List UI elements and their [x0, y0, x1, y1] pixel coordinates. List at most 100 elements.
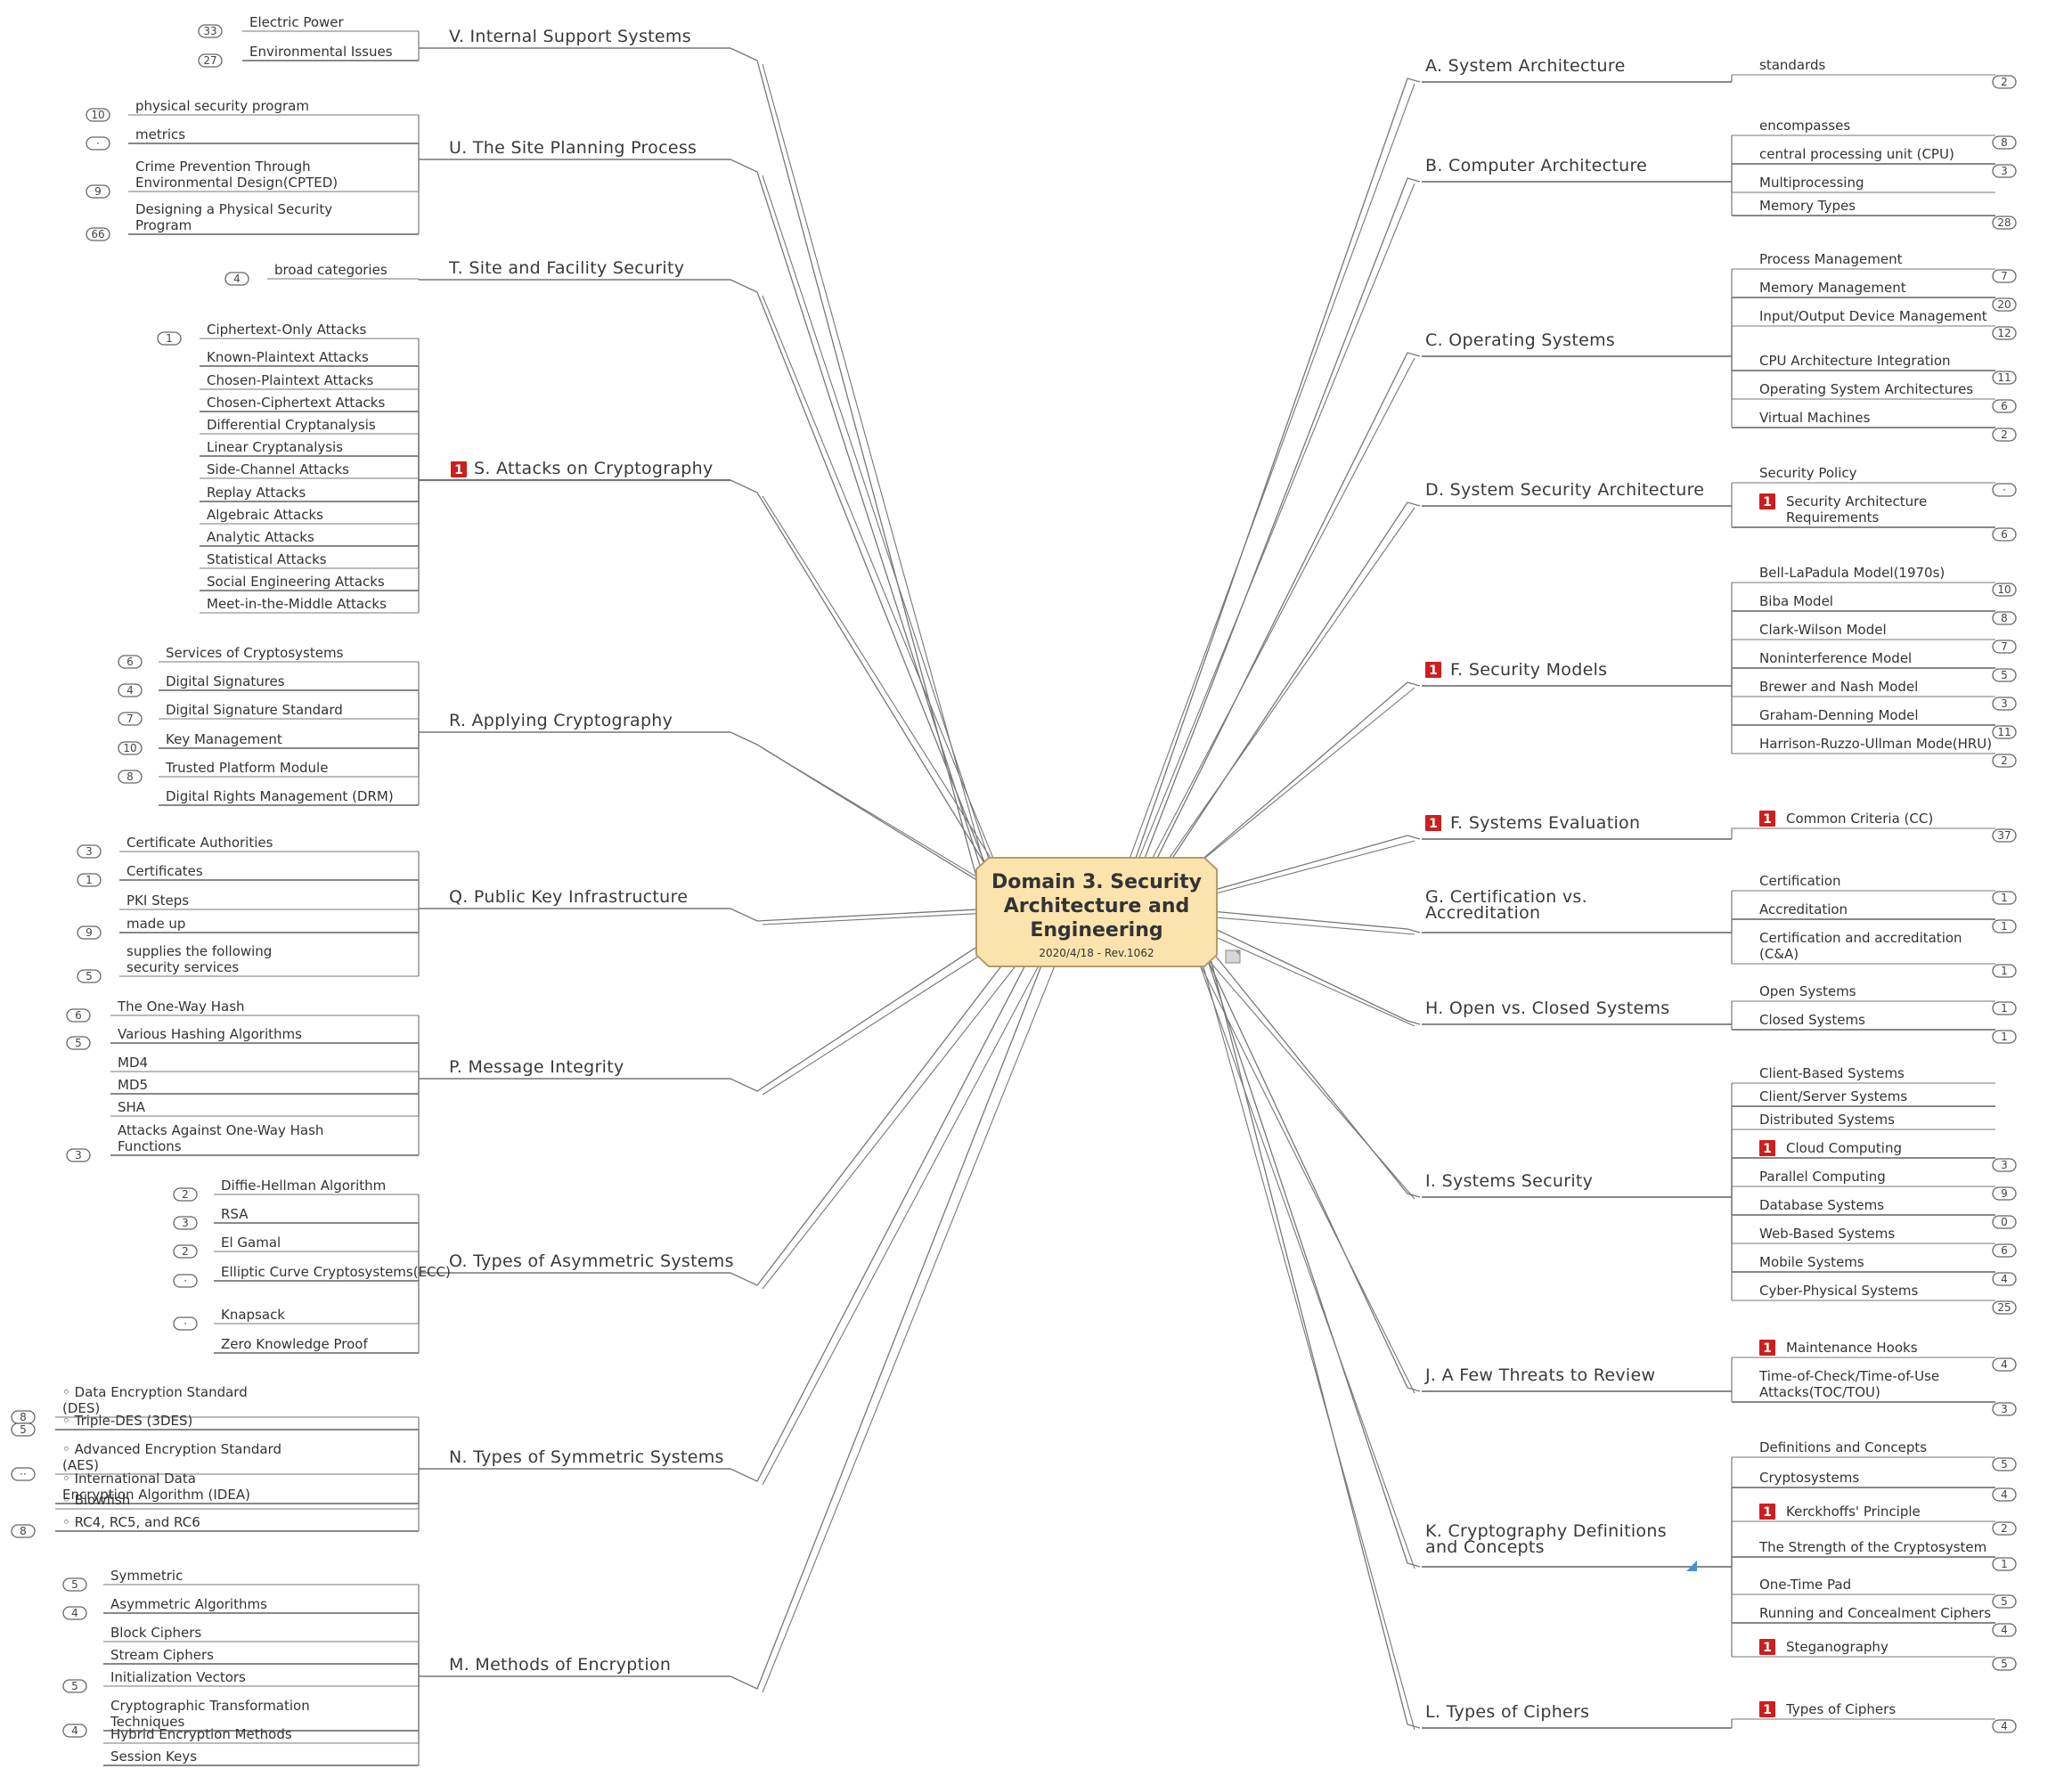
- count-badge[interactable]: ·: [86, 136, 110, 151]
- count-badge[interactable]: 1: [1992, 1557, 2017, 1571]
- count-badge[interactable]: 3: [66, 1148, 91, 1162]
- count-badge[interactable]: 9: [86, 184, 110, 199]
- badge-count: 2: [182, 1188, 189, 1201]
- topic-differential-cryptanalysis: Differential Cryptanalysis: [207, 417, 376, 433]
- badge-count: 4: [2001, 1624, 2008, 1636]
- badge-count: 6: [75, 1009, 82, 1022]
- count-badge[interactable]: 2: [1992, 754, 2017, 768]
- count-badge[interactable]: 1: [1992, 891, 2017, 905]
- badge-count: 27: [203, 54, 216, 67]
- count-badge[interactable]: 8: [11, 1524, 36, 1538]
- count-badge[interactable]: 4: [62, 1724, 87, 1738]
- topic-multiprocessing: Multiprocessing: [1759, 175, 1864, 191]
- badge-count: 10: [91, 109, 104, 121]
- count-badge[interactable]: 2: [1992, 75, 2017, 89]
- central-topic[interactable]: Domain 3. Security Architecture and Engi…: [975, 857, 1218, 967]
- svg-text:1: 1: [1763, 495, 1772, 509]
- topic-virtual-machines: Virtual Machines: [1759, 410, 1871, 426]
- count-badge[interactable]: 7: [118, 712, 143, 726]
- count-badge[interactable]: 5: [1992, 1657, 2017, 1671]
- count-badge[interactable]: 6: [1992, 399, 2017, 413]
- count-badge[interactable]: 1: [1992, 1030, 2017, 1044]
- count-badge[interactable]: 5: [77, 969, 102, 983]
- count-badge[interactable]: 7: [1992, 640, 2017, 654]
- count-badge[interactable]: 6: [66, 1008, 91, 1023]
- count-badge[interactable]: 5: [1992, 1594, 2017, 1609]
- count-badge[interactable]: 8: [1992, 611, 2017, 625]
- count-badge[interactable]: 3: [1992, 164, 2017, 178]
- topic-md5: MD5: [118, 1077, 148, 1093]
- count-badge[interactable]: 5: [66, 1036, 91, 1050]
- topic-services-of-cryptosystems: Services of Cryptosystems: [166, 645, 344, 661]
- count-badge[interactable]: 4: [1992, 1488, 2017, 1502]
- count-badge[interactable]: 5: [11, 1422, 36, 1437]
- count-badge[interactable]: 10: [86, 108, 110, 122]
- count-badge[interactable]: 2: [1992, 1521, 2017, 1536]
- count-badge[interactable]: 4: [118, 683, 143, 697]
- badge-count: 8: [20, 1525, 27, 1537]
- count-badge[interactable]: 9: [1992, 1186, 2017, 1201]
- count-badge[interactable]: 5: [1992, 668, 2017, 682]
- count-badge[interactable]: 8: [11, 1410, 36, 1424]
- count-badge[interactable]: 8: [1992, 135, 2017, 150]
- count-badge[interactable]: 1: [1992, 964, 2017, 978]
- count-badge[interactable]: 2: [173, 1244, 198, 1259]
- count-badge[interactable]: 1: [1992, 919, 2017, 933]
- count-badge[interactable]: 37: [1992, 828, 2017, 843]
- count-badge[interactable]: ··: [11, 1467, 36, 1481]
- count-badge[interactable]: 9: [77, 925, 102, 940]
- count-badge[interactable]: 4: [1992, 1272, 2017, 1286]
- count-badge[interactable]: 28: [1992, 216, 2017, 230]
- count-badge[interactable]: ·: [173, 1274, 198, 1288]
- badge-count: 9: [94, 185, 102, 198]
- count-badge[interactable]: 4: [1992, 1357, 2017, 1372]
- count-badge[interactable]: 3: [1992, 1402, 2017, 1416]
- count-badge[interactable]: 4: [1992, 1623, 2017, 1637]
- count-badge[interactable]: 5: [1992, 1457, 2017, 1471]
- count-badge[interactable]: 10: [1992, 583, 2017, 597]
- count-badge[interactable]: 11: [1992, 725, 2017, 739]
- count-badge[interactable]: 2: [1992, 428, 2017, 442]
- count-badge[interactable]: 25: [1992, 1300, 2017, 1315]
- badge-count: 2: [2001, 1522, 2008, 1535]
- count-badge[interactable]: 1: [157, 331, 182, 346]
- topic-certification: Certification: [1759, 873, 1841, 889]
- count-badge[interactable]: 6: [1992, 527, 2017, 542]
- count-badge[interactable]: ·: [173, 1316, 198, 1331]
- count-badge[interactable]: 0: [1992, 1215, 2017, 1229]
- count-badge[interactable]: 33: [198, 24, 223, 38]
- note-icon[interactable]: [1225, 950, 1241, 964]
- count-badge[interactable]: 20: [1992, 298, 2017, 312]
- count-badge[interactable]: 6: [118, 655, 143, 669]
- count-badge[interactable]: 27: [198, 53, 223, 68]
- count-badge[interactable]: 5: [62, 1679, 87, 1693]
- count-badge[interactable]: 3: [1992, 1158, 2017, 1172]
- count-badge[interactable]: 3: [77, 844, 102, 859]
- count-badge[interactable]: 10: [118, 741, 143, 755]
- count-badge[interactable]: 5: [62, 1577, 87, 1592]
- count-badge[interactable]: 2: [173, 1187, 198, 1202]
- count-badge[interactable]: ·: [1992, 483, 2017, 497]
- priority-1-icon: 1: [1759, 1340, 1775, 1356]
- count-badge[interactable]: 11: [1992, 371, 2017, 385]
- branch-r-applying-cryptography: R. Applying Cryptography: [449, 711, 673, 730]
- count-badge[interactable]: 8: [118, 770, 143, 784]
- topic-various-hashing-algorithms: Various Hashing Algorithms: [118, 1026, 302, 1042]
- branch-g-certification-vs-accreditation: G. Certification vs.Accreditation: [1425, 887, 1587, 923]
- count-badge[interactable]: 3: [1992, 697, 2017, 711]
- count-badge[interactable]: 6: [1992, 1243, 2017, 1258]
- count-badge[interactable]: 66: [86, 227, 110, 241]
- count-badge[interactable]: 1: [1992, 1001, 2017, 1015]
- count-badge[interactable]: 7: [1992, 269, 2017, 283]
- collapse-marker-icon[interactable]: [1686, 1561, 1697, 1571]
- topic-symmetric: Symmetric: [110, 1568, 183, 1584]
- count-badge[interactable]: 12: [1992, 326, 2017, 340]
- count-badge[interactable]: 3: [173, 1216, 198, 1230]
- count-badge[interactable]: 4: [62, 1606, 87, 1620]
- badge-count: 33: [203, 25, 216, 37]
- badge-count: ·: [184, 1317, 187, 1330]
- count-badge[interactable]: 4: [224, 272, 249, 286]
- count-badge[interactable]: 4: [1992, 1719, 2017, 1733]
- count-badge[interactable]: 1: [77, 873, 102, 887]
